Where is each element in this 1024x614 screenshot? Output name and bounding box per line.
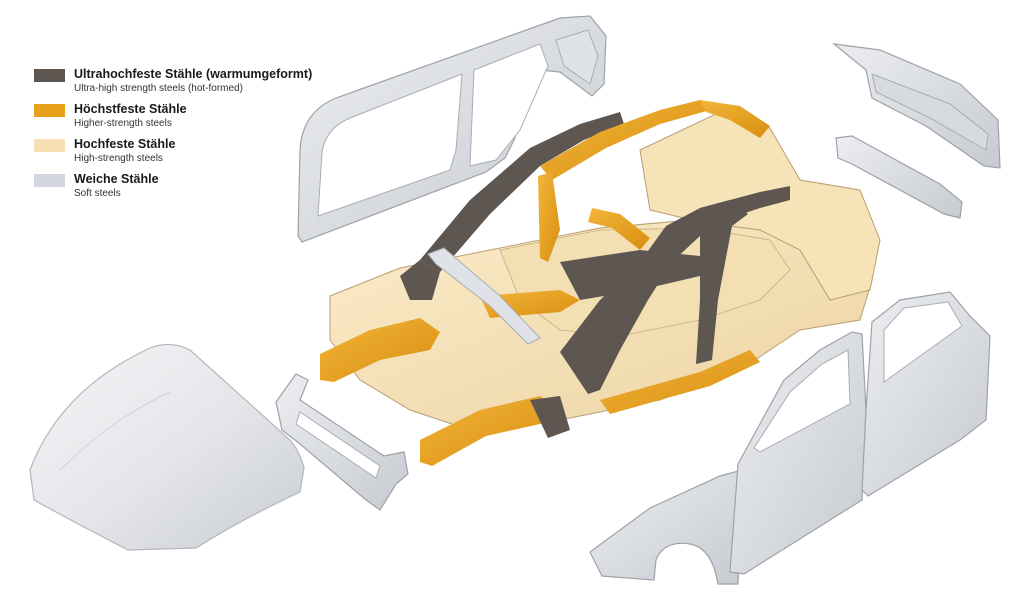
legend-item-soft-steels: Weiche Stähle Soft steels <box>34 171 354 206</box>
legend-item-higher-strength: Höchstfeste Stähle Higher-strength steel… <box>34 101 354 136</box>
legend-item-ultra-high-strength: Ultrahochfeste Stähle (warmumgeformt) Ul… <box>34 66 354 101</box>
legend-swatch <box>34 104 65 117</box>
legend-item-high-strength: Hochfeste Stähle High-strength steels <box>34 136 354 171</box>
body-in-white <box>320 100 881 466</box>
front-bumper-beam <box>275 373 409 511</box>
legend-subtitle: Higher-strength steels <box>74 118 172 129</box>
legend-title: Hochfeste Stähle <box>74 137 176 151</box>
front-door-panel <box>729 331 867 575</box>
front-fender-panel <box>589 469 743 585</box>
legend-subtitle: Ultra-high strength steels (hot-formed) <box>74 83 243 94</box>
rear-door-panel <box>861 291 991 497</box>
legend-title: Höchstfeste Stähle <box>74 102 187 116</box>
hood-panel <box>29 343 305 551</box>
material-legend: Ultrahochfeste Stähle (warmumgeformt) Ul… <box>34 66 354 206</box>
rear-bumper-beam <box>835 135 963 219</box>
legend-subtitle: High-strength steels <box>74 153 163 164</box>
legend-title: Ultrahochfeste Stähle (warmumgeformt) <box>74 67 313 81</box>
rear-panel <box>831 43 1001 169</box>
legend-swatch <box>34 69 65 82</box>
legend-subtitle: Soft steels <box>74 188 121 199</box>
side-frame-panel <box>297 15 607 243</box>
legend-swatch <box>34 174 65 187</box>
legend-swatch <box>34 139 65 152</box>
legend-title: Weiche Stähle <box>74 172 159 186</box>
